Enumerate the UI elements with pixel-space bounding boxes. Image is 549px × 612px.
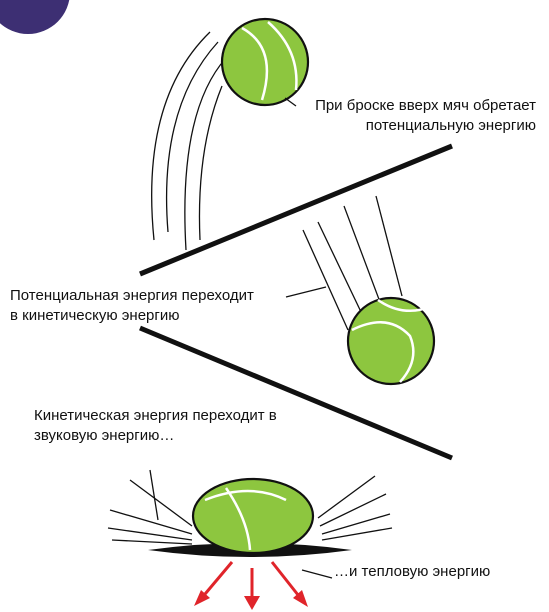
ball-top [222,19,308,105]
pointer-thrown [285,98,296,106]
label-kinetic-to-sound: Кинетическая энергия переходит в звукову… [34,406,277,446]
ball-falling [348,298,434,384]
upward-motion-lines [152,32,226,250]
label-thrown-up: При броске вверх мяч обретает потенциаль… [296,96,536,136]
label-heat: …и тепловую энергию [334,562,490,582]
heat-arrows [194,562,308,610]
pointer-potential [286,287,326,297]
corner-badge [0,0,70,34]
label-potential-to-kinetic: Потенциальная энергия переходит в кинети… [10,286,254,326]
pointer-heat [302,570,332,578]
ball-squashed [193,479,313,553]
